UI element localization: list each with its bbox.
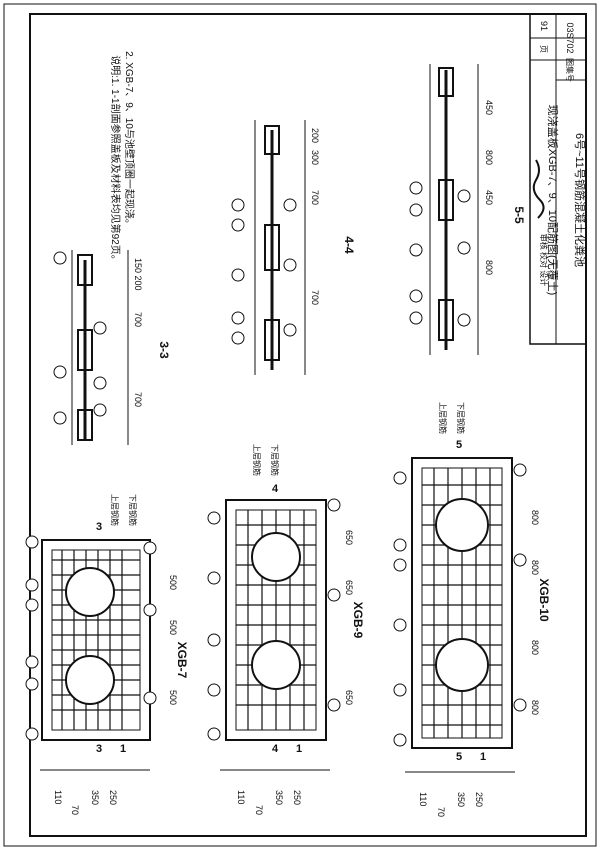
dim-700-b: 700 — [133, 392, 143, 407]
dim-350-a: 350 — [90, 790, 100, 805]
dim-800-d: 800 — [530, 560, 540, 575]
dim-700-c: 700 — [310, 190, 320, 205]
dim-800-a: 800 — [484, 150, 494, 165]
dim-500-a: 500 — [168, 575, 178, 590]
cut-3-top: 3 — [96, 521, 102, 533]
dim-650-c: 650 — [344, 690, 354, 705]
plan-xgb-9: XGB-9 上层钢筋 下层钢筋 650 650 650 — [207, 444, 365, 741]
dim-150-200-a: 150 200 — [133, 258, 143, 291]
dim-70-b: 70 — [254, 805, 264, 815]
dim-250-c: 250 — [474, 792, 484, 807]
dim-70-a: 70 — [70, 805, 80, 815]
title-block: 6号~11号钢筋混凝土化粪池 现浇盖板XGB-7、9、10配筋图(无覆土) 03… — [529, 13, 587, 345]
page-label: 页 — [539, 45, 548, 53]
section-5-5-title: 5-5 — [512, 206, 526, 224]
dim-300-a: 300 — [310, 150, 320, 165]
xgb7-lower-rebar: 下层钢筋 — [128, 494, 138, 526]
section-4-4: 4-4 300 700 700 200 — [231, 120, 356, 375]
dim-350-c: 350 — [456, 792, 466, 807]
cut-1-xgb10: 1 — [480, 751, 486, 763]
title-line-2: 现浇盖板XGB-7、9、10配筋图(无覆土) — [546, 105, 560, 296]
section-5-5: 5-5 450 450 800 800 — [409, 64, 526, 355]
atlas-no: 03S702 — [565, 22, 575, 53]
dim-200-a: 200 — [310, 128, 320, 143]
dim-800-c: 800 — [530, 510, 540, 525]
plan-xgb-10: XGB-10 上层钢筋 下层钢筋 800 800 800 800 — [393, 402, 551, 749]
dim-650-a: 650 — [344, 530, 354, 545]
plan-xgb-7-title: XGB-7 — [175, 642, 189, 679]
cut-3-bottom: 3 — [96, 743, 102, 755]
dim-700-a: 700 — [133, 312, 143, 327]
signature-scribble — [532, 159, 545, 219]
dim-450-a: 450 — [484, 100, 494, 115]
cut-4-bottom: 4 — [272, 743, 279, 755]
plan-xgb-9-title: XGB-9 — [351, 602, 365, 639]
plan-xgb-10-title: XGB-10 — [537, 578, 551, 622]
dim-700-d: 700 — [310, 290, 320, 305]
dim-110-c: 110 — [418, 792, 428, 806]
xgb7-upper-rebar: 上层钢筋 — [110, 494, 120, 526]
dim-110-b: 110 — [236, 790, 246, 804]
xgb10-upper-rebar: 上层钢筋 — [438, 402, 448, 434]
dim-450-b: 450 — [484, 190, 494, 205]
cut-1-xgb9: 1 — [296, 743, 302, 755]
cut-1-xgb7: 1 — [120, 743, 126, 755]
cut-5-top: 5 — [456, 439, 462, 451]
dim-800-e: 800 — [530, 640, 540, 655]
sign-row: 审核 校对 设计 — [539, 234, 549, 286]
dim-250-a: 250 — [108, 790, 118, 805]
dim-350-b: 350 — [274, 790, 284, 805]
note-line-1: 说明:1. 1-1剖面参照盖板及材料表均见第92页。 — [109, 55, 122, 264]
dim-110-a: 110 — [53, 790, 63, 804]
dim-250-b: 250 — [292, 790, 302, 805]
xgb9-lower-rebar: 下层钢筋 — [270, 444, 280, 476]
xgb10-lower-rebar: 下层钢筋 — [456, 402, 466, 434]
sheet-frame-outer — [3, 3, 597, 847]
section-3-3: 3-3 700 700 150 200 — [53, 250, 171, 445]
dim-70-c: 70 — [436, 807, 446, 817]
title-line-1: 6号~11号钢筋混凝土化粪池 — [573, 133, 587, 267]
dim-500-c: 500 — [168, 690, 178, 705]
bottom-dimension-lines — [40, 769, 515, 773]
cut-5-bottom: 5 — [456, 751, 462, 763]
dim-650-b: 650 — [344, 580, 354, 595]
dim-800-f: 800 — [530, 700, 540, 715]
plan-xgb-7: XGB-7 上层钢筋 下层钢筋 500 500 500 — [25, 494, 189, 741]
page-no: 91 — [539, 21, 549, 31]
xgb9-upper-rebar: 上层钢筋 — [252, 444, 262, 476]
note-line-2: 2. XGB-7、9、10与池壁顶圈一起现浇。 — [123, 51, 136, 229]
sheet-frame-inner — [29, 13, 587, 837]
atlas-label: 图集号 — [565, 58, 575, 82]
dim-500-b: 500 — [168, 620, 178, 635]
section-3-3-title: 3-3 — [157, 341, 171, 359]
dim-800-b: 800 — [484, 260, 494, 275]
section-4-4-title: 4-4 — [342, 236, 356, 254]
cut-4-top: 4 — [272, 483, 279, 495]
